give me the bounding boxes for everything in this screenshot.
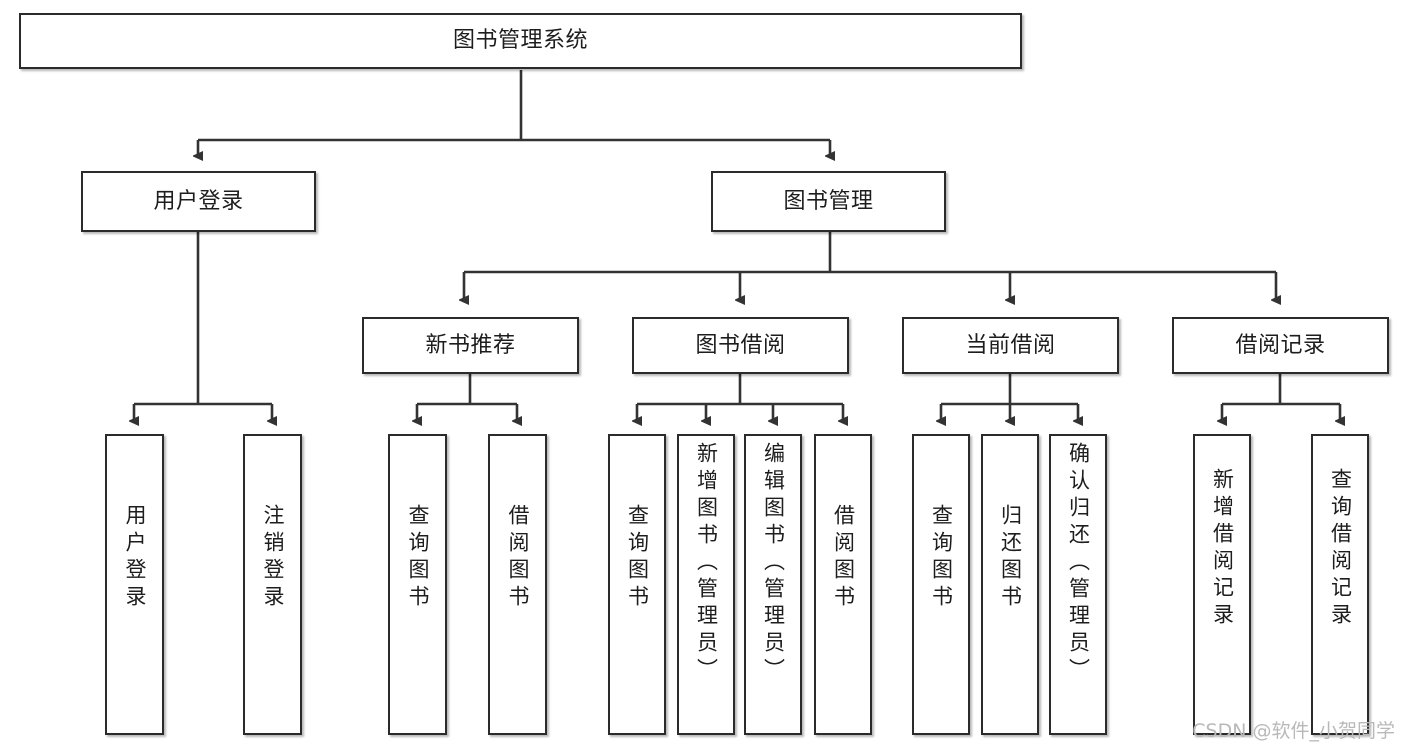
node-root-system[interactable]: 图书管理系统 <box>19 13 1022 69</box>
node-label: 借阅图书 <box>831 504 856 612</box>
node-label: 确认归还（管理员） <box>1066 442 1091 685</box>
node-leaf-query-book-new[interactable]: 查询图书 <box>388 434 447 735</box>
node-label: 新书推荐 <box>425 332 516 358</box>
node-current-borrow[interactable]: 当前借阅 <box>902 317 1119 374</box>
node-leaf-query-book-borrow[interactable]: 查询图书 <box>608 434 666 735</box>
node-book-borrow[interactable]: 图书借阅 <box>632 317 849 374</box>
node-label: 归还图书 <box>998 504 1023 612</box>
node-label: 编辑图书（管理员） <box>761 442 786 685</box>
node-label: 注销登录 <box>261 504 285 612</box>
node-label: 查询图书 <box>625 504 650 612</box>
node-label: 用户登录 <box>123 504 147 612</box>
node-leaf-query-book-current[interactable]: 查询图书 <box>912 434 970 735</box>
node-label: 用户登录 <box>153 188 244 214</box>
node-label: 图书借阅 <box>695 332 786 358</box>
node-label: 当前借阅 <box>965 332 1056 358</box>
node-leaf-borrow-book-new[interactable]: 借阅图书 <box>488 434 547 735</box>
node-label: 查询借阅记录 <box>1328 468 1353 630</box>
csdn-watermark: CSDN @软件_小贺同学 <box>1192 720 1395 742</box>
node-leaf-edit-book-admin[interactable]: 编辑图书（管理员） <box>744 434 802 735</box>
node-label: 查询图书 <box>406 504 430 612</box>
node-leaf-user-login[interactable]: 用户登录 <box>105 434 164 735</box>
node-label: 查询图书 <box>929 504 954 612</box>
node-book-management[interactable]: 图书管理 <box>711 171 946 232</box>
node-leaf-add-book-admin[interactable]: 新增图书（管理员） <box>677 434 735 735</box>
node-label: 借阅图书 <box>506 504 530 612</box>
node-borrow-record[interactable]: 借阅记录 <box>1172 317 1389 374</box>
node-leaf-borrow-book[interactable]: 借阅图书 <box>814 434 872 735</box>
node-label: 新增借阅记录 <box>1210 468 1235 630</box>
node-label: 图书管理系统 <box>452 28 588 54</box>
node-leaf-logout[interactable]: 注销登录 <box>243 434 302 735</box>
node-leaf-add-borrow-record[interactable]: 新增借阅记录 <box>1193 434 1251 735</box>
node-label: 借阅记录 <box>1235 332 1326 358</box>
node-leaf-query-borrow-record[interactable]: 查询借阅记录 <box>1311 434 1369 735</box>
node-new-book-recommend[interactable]: 新书推荐 <box>362 317 579 374</box>
node-leaf-return-book[interactable]: 归还图书 <box>981 434 1039 735</box>
node-leaf-confirm-return-admin[interactable]: 确认归还（管理员） <box>1049 434 1107 735</box>
node-label: 新增图书（管理员） <box>694 442 719 685</box>
node-user-login[interactable]: 用户登录 <box>81 171 316 232</box>
node-label: 图书管理 <box>783 188 874 214</box>
